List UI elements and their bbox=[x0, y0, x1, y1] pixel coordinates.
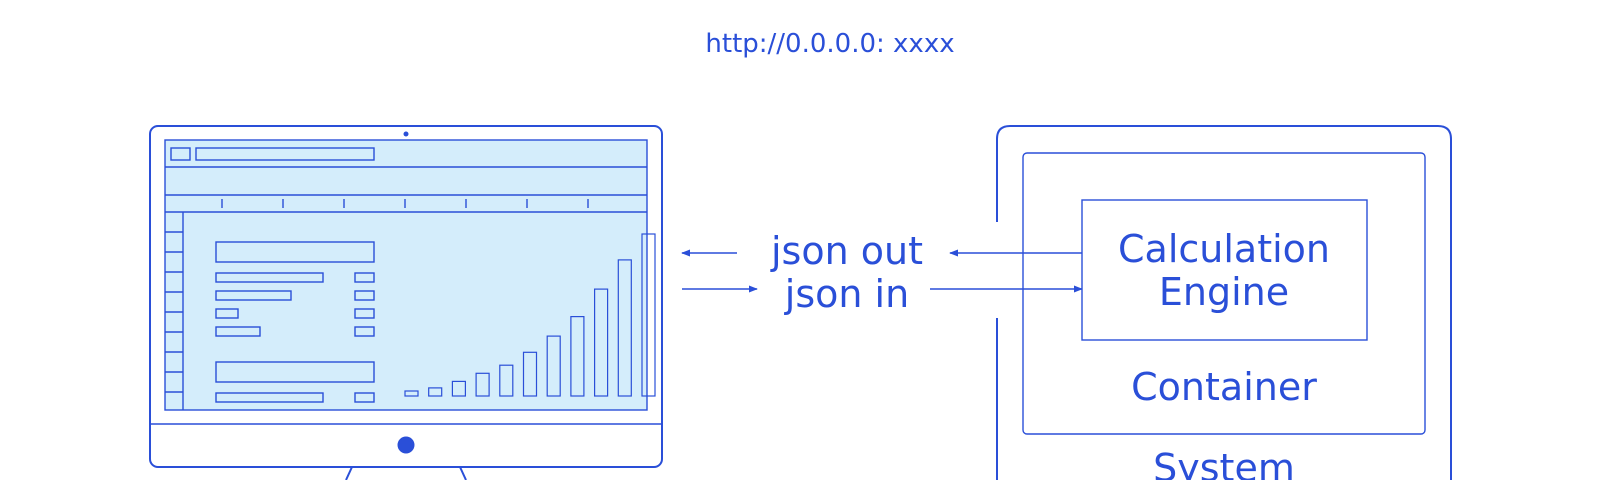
chart-bar bbox=[404, 390, 419, 397]
system-box bbox=[996, 125, 1452, 480]
json-in-label: json in bbox=[784, 272, 909, 316]
container-label: Container bbox=[1131, 365, 1317, 409]
engine-label-line2: Engine bbox=[1159, 270, 1289, 314]
chart-bar bbox=[475, 372, 490, 397]
power-button-icon bbox=[397, 436, 415, 454]
row-headers bbox=[165, 212, 184, 410]
container-box bbox=[1022, 152, 1426, 435]
chart-bar bbox=[570, 316, 585, 397]
monitor-icon bbox=[149, 125, 663, 480]
formula-bar bbox=[195, 147, 375, 161]
camera-dot bbox=[403, 131, 409, 137]
monitor-screen bbox=[164, 139, 648, 411]
column-headers bbox=[221, 199, 589, 208]
sheet-form-blocks bbox=[215, 241, 375, 403]
cell-name-box bbox=[170, 147, 191, 161]
monitor-stand-right bbox=[459, 466, 467, 480]
chart-bar bbox=[451, 380, 466, 397]
system-label: System bbox=[1153, 446, 1295, 480]
monitor-stand-left bbox=[345, 466, 353, 480]
chart-bar bbox=[593, 288, 609, 397]
calculation-engine-box bbox=[1081, 199, 1368, 341]
monitor-bezel bbox=[149, 125, 663, 468]
chart-bar bbox=[499, 364, 514, 397]
url-label: http://0.0.0.0: xxxx bbox=[705, 29, 954, 59]
chart-bar bbox=[641, 233, 656, 397]
chart-bar bbox=[546, 335, 561, 397]
chart-bar bbox=[617, 259, 632, 397]
chart-bar bbox=[428, 387, 443, 397]
engine-label-line1: Calculation bbox=[1118, 227, 1330, 271]
sheet-bar-chart bbox=[404, 233, 656, 397]
json-out-label: json out bbox=[770, 229, 923, 273]
chart-bar bbox=[522, 351, 538, 397]
